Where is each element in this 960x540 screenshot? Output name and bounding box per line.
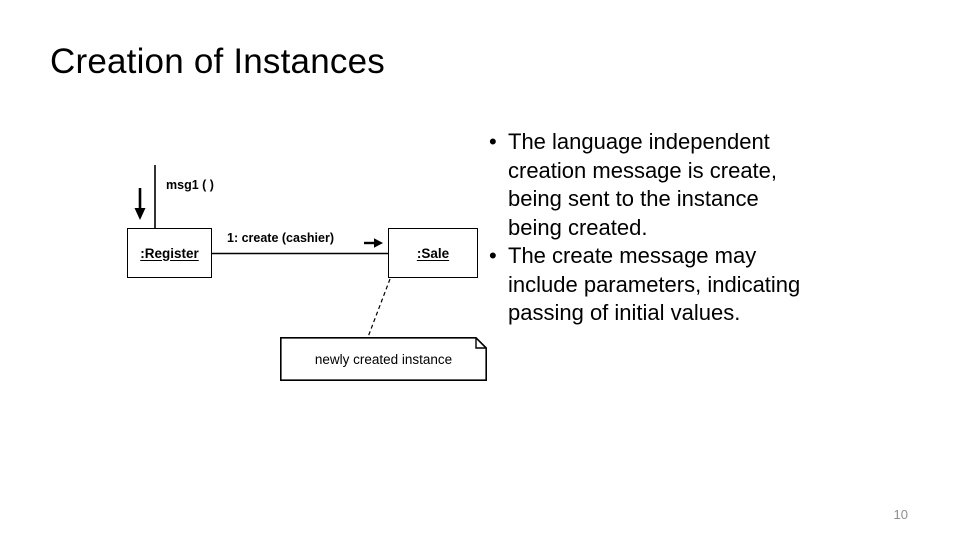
create-arrow-head-right-icon [374,238,383,248]
object-label-sale: :Sale [416,245,450,261]
bullet-item: • The language independent creation mess… [484,128,814,242]
object-box-sale[interactable]: :Sale [388,228,478,278]
message-label-msg1: msg1 ( ) [166,178,214,192]
bullet-marker-icon: • [489,129,497,154]
bullet-text: The create message may include parameter… [508,243,801,325]
note-newly-created-instance[interactable]: newly created instance [280,337,487,381]
page-title: Creation of Instances [50,42,385,81]
bullet-marker-icon: • [489,243,497,268]
note-leader-line [367,278,391,338]
bullet-text: The language independent creation messag… [508,129,778,240]
msg1-arrow-head-down-icon [134,208,146,220]
note-shape-folded-corner-icon [280,337,487,381]
diagram-connectors [134,165,391,338]
page-number: 10 [893,507,908,522]
object-box-register[interactable]: :Register [127,228,212,278]
uml-collaboration-diagram: :Register :Sale msg1 ( ) 1: create (cash… [127,165,487,381]
message-label-create: 1: create (cashier) [227,231,335,245]
bullet-item: • The create message may include paramet… [484,242,814,328]
object-label-register: :Register [140,245,199,261]
bullet-list: • The language independent creation mess… [484,128,814,328]
note-label: newly created instance [314,351,453,367]
